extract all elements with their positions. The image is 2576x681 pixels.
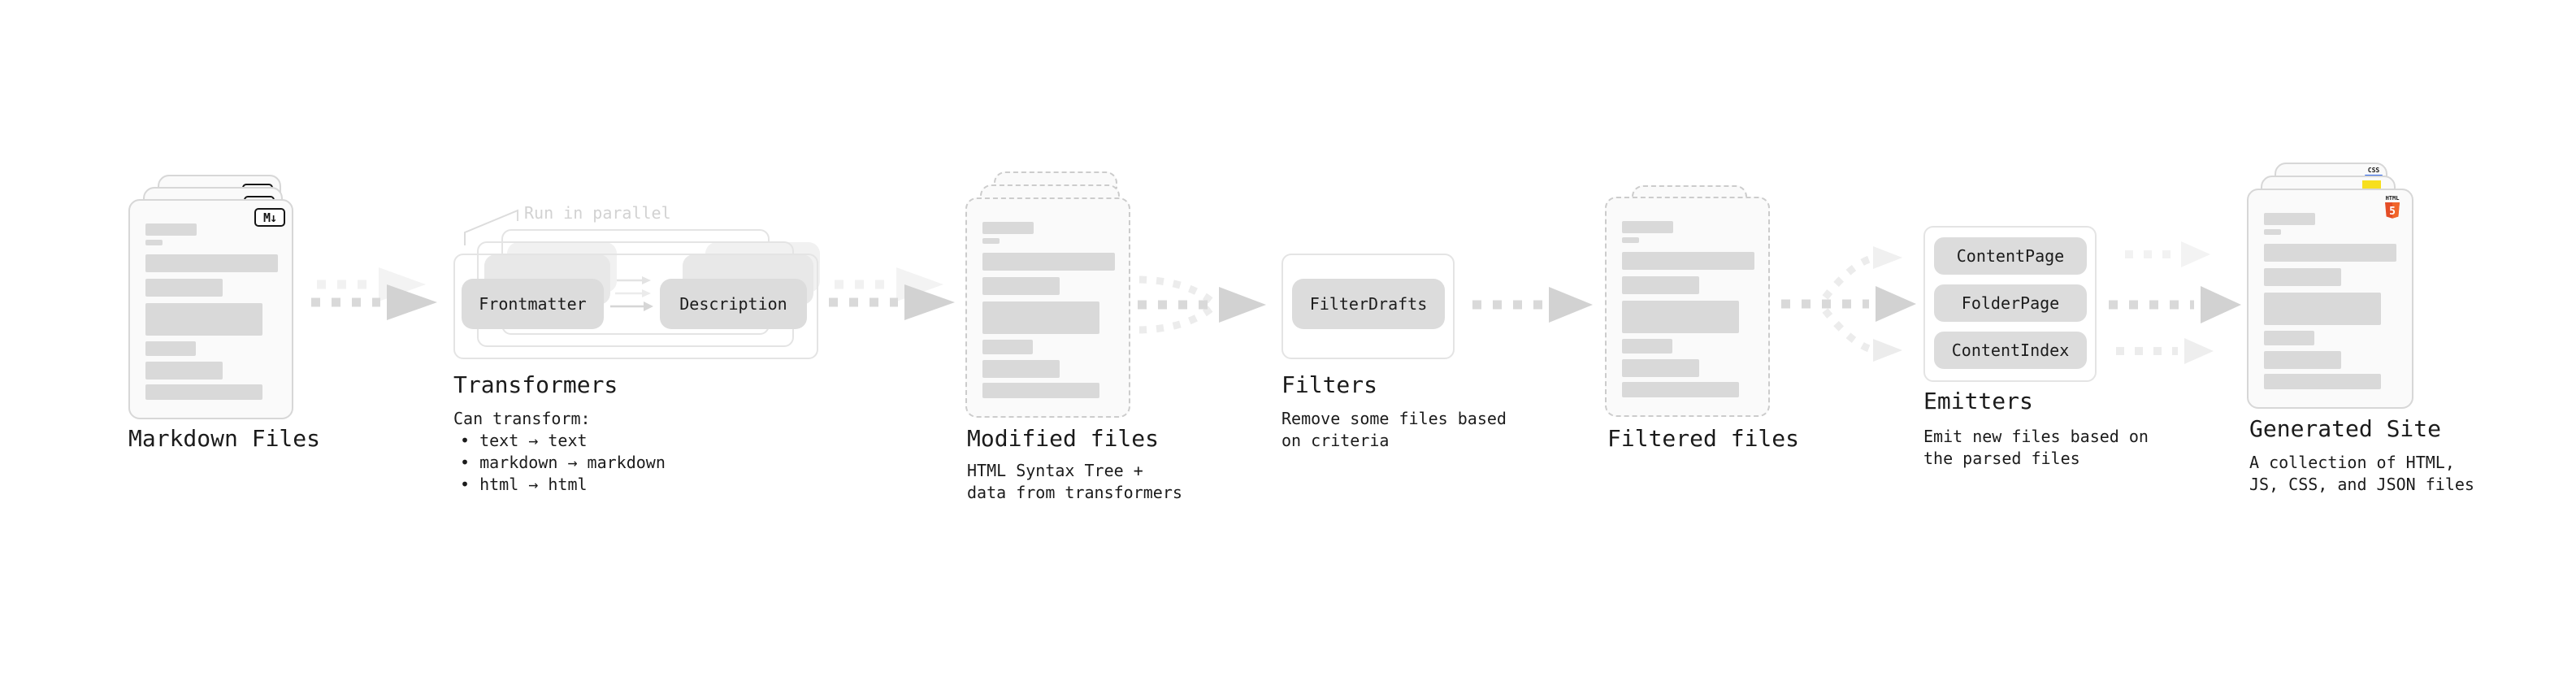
text-placeholder-bar <box>982 238 1000 244</box>
text-placeholder-bar <box>1622 276 1699 294</box>
document-content-placeholder <box>145 223 284 410</box>
text-placeholder-bar <box>2264 374 2381 389</box>
description-line: Emit new files based on <box>1923 427 2149 446</box>
document-content-placeholder <box>982 222 1121 408</box>
text-placeholder-bar <box>1622 221 1673 233</box>
filters-description: Remove some files based on criteria <box>1281 408 1507 452</box>
arrow-markdown-to-transformers <box>311 267 437 320</box>
modified-files-description: HTML Syntax Tree + data from transformer… <box>967 460 1182 504</box>
text-placeholder-bar <box>982 253 1115 271</box>
text-placeholder-bar <box>982 360 1060 378</box>
text-placeholder-bar <box>1622 301 1739 333</box>
modified-files-label: Modified files <box>967 425 1160 452</box>
generated-site-description: A collection of HTML, JS, CSS, and JSON … <box>2249 452 2474 496</box>
arrow-filters-to-filtered <box>1472 287 1593 323</box>
site-document-html: HTML 5 <box>2247 189 2413 409</box>
text-placeholder-bar <box>2264 268 2341 286</box>
description-line: JS, CSS, and JSON files <box>2249 475 2474 494</box>
css-badge-label: CSS <box>2367 167 2380 174</box>
text-placeholder-bar <box>145 240 163 245</box>
text-placeholder-bar <box>145 303 262 336</box>
description-pill: Description <box>660 279 807 329</box>
svg-text:5: 5 <box>2389 206 2396 218</box>
text-placeholder-bar <box>145 254 278 272</box>
text-placeholder-bar <box>2264 293 2381 325</box>
text-placeholder-bar <box>2264 229 2281 235</box>
markdown-icon: M↓ <box>254 208 285 227</box>
description-line: HTML Syntax Tree + <box>967 461 1143 480</box>
text-placeholder-bar <box>145 362 223 380</box>
description-line: on criteria <box>1281 431 1390 450</box>
text-placeholder-bar <box>145 279 223 297</box>
text-placeholder-bar <box>2264 244 2396 262</box>
filtered-document-front <box>1605 197 1770 417</box>
filters-container <box>1281 254 1455 359</box>
description-line: Remove some files based <box>1281 409 1507 428</box>
description-line: the parsed files <box>1923 449 2080 468</box>
contentindex-pill: ContentIndex <box>1934 332 2087 369</box>
emitters-container <box>1923 226 2097 382</box>
description-line: data from transformers <box>967 483 1182 502</box>
arrow-transformers-to-modified <box>829 267 955 320</box>
filters-label: Filters <box>1281 371 1378 398</box>
description-line: • text → text <box>460 431 588 450</box>
description-line: A collection of HTML, <box>2249 453 2455 472</box>
frontmatter-pill: Frontmatter <box>462 279 604 329</box>
text-placeholder-bar <box>145 384 262 400</box>
text-placeholder-bar <box>982 340 1033 354</box>
description-line: Can transform: <box>453 409 591 428</box>
document-content-placeholder <box>1622 221 1760 407</box>
document-content-placeholder <box>2264 213 2404 399</box>
text-placeholder-bar <box>145 341 196 356</box>
text-placeholder-bar <box>1622 252 1754 270</box>
text-placeholder-bar <box>1622 339 1672 354</box>
arrow-filtered-to-emitters <box>1781 246 1916 362</box>
markdown-files-label: Markdown Files <box>128 425 321 452</box>
text-placeholder-bar <box>982 222 1034 234</box>
text-placeholder-bar <box>2264 331 2314 345</box>
emitters-label: Emitters <box>1923 388 2033 414</box>
run-in-parallel-annotation: Run in parallel <box>524 203 671 223</box>
text-placeholder-bar <box>982 383 1099 398</box>
markdown-document-front: M↓ <box>128 199 293 419</box>
text-placeholder-bar <box>982 277 1060 295</box>
description-line: • markdown → markdown <box>460 453 666 472</box>
folderpage-pill: FolderPage <box>1934 284 2087 322</box>
svg-text:HTML: HTML <box>2386 195 2400 202</box>
text-placeholder-bar <box>2264 351 2341 369</box>
text-placeholder-bar <box>1622 382 1739 397</box>
arrow-modified-to-filters <box>1138 275 1266 334</box>
html5-icon: HTML 5 <box>2385 195 2400 219</box>
text-placeholder-bar <box>1622 237 1639 243</box>
text-placeholder-bar <box>2264 213 2315 225</box>
filterdrafts-pill: FilterDrafts <box>1292 279 1445 329</box>
transformers-description: Can transform: • text → text • markdown … <box>453 408 666 496</box>
description-line: • html → html <box>460 475 588 494</box>
transformers-label: Transformers <box>453 371 618 398</box>
emitters-description: Emit new files based on the parsed files <box>1923 426 2149 470</box>
text-placeholder-bar <box>982 301 1099 334</box>
transformer-layer-front <box>453 254 818 359</box>
text-placeholder-bar <box>1622 359 1699 377</box>
arrow-emitters-to-site <box>2109 241 2241 364</box>
text-placeholder-bar <box>145 223 197 236</box>
modified-document-front <box>965 197 1130 418</box>
filtered-files-label: Filtered files <box>1607 425 1800 452</box>
generated-site-label: Generated Site <box>2249 415 2442 442</box>
contentpage-pill: ContentPage <box>1934 237 2087 275</box>
